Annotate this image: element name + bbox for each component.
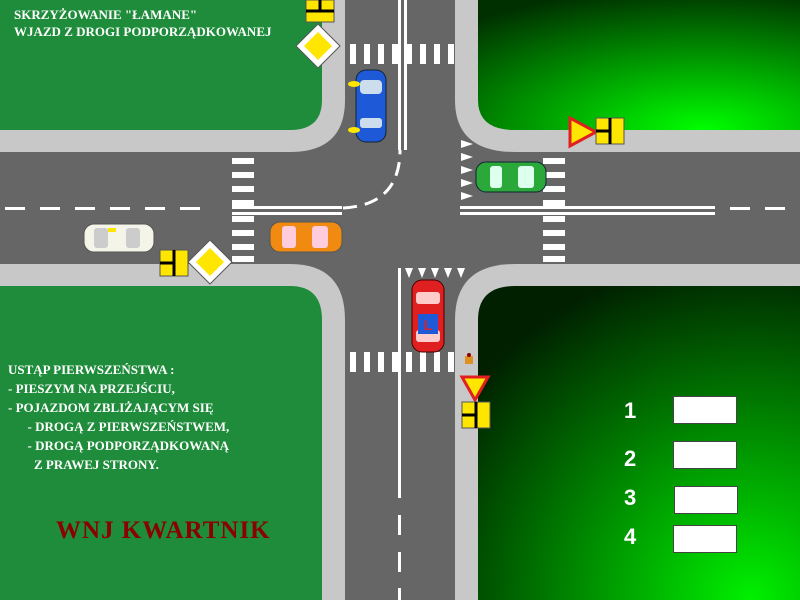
learner-plate-letter: L [424,317,433,333]
intersection-plate-left [159,249,189,277]
car-blue[interactable] [348,69,387,143]
rules-item: - DROGĄ Z PIERWSZEŃSTWEM, [8,419,230,434]
give-way-triangles [405,140,473,278]
answer-box-1[interactable] [673,396,737,424]
answer-number-2: 2 [624,446,637,471]
answer-number-4: 4 [624,524,637,549]
priority-road-curve [342,149,402,210]
priority-road-sign-top [295,23,341,69]
rules-item: Z PRAWEJ STRONY. [8,457,159,472]
intersection-plate-bottom [461,401,491,429]
car-green[interactable] [475,161,547,193]
intersection-plate-right [595,117,625,145]
pedestrian [465,353,473,364]
title-line-2: WJAZD Z DROGI PODPORZĄDKOWANEJ [14,24,272,39]
title-line-1: SKRZYŻOWANIE "ŁAMANE" [14,7,198,22]
grass-top-left [0,0,322,130]
answer-number-1: 1 [624,398,637,423]
rules-item: - POJAZDOM ZBLIŻAJĄCYM SIĘ [8,400,214,415]
intersection-plate-top [305,0,335,23]
car-orange[interactable] [269,221,343,253]
crosswalks [232,44,565,372]
diagram-title: SKRZYŻOWANIE "ŁAMANE" WJAZD Z DROGI PODP… [14,6,272,40]
answer-box-3[interactable] [674,486,738,514]
brand-label: WNJ KWARTNIK [56,517,271,544]
give-way-sign-bottom [459,375,491,404]
rules-item: - PIESZYM NA PRZEJŚCIU, [8,381,175,396]
answer-box-4[interactable] [673,525,737,553]
grass-top-right [478,0,800,130]
answer-number-3: 3 [624,485,637,510]
rules-item: - DROGĄ PODPORZĄDKOWANĄ [8,438,230,453]
road-markings [5,0,785,600]
car-white[interactable] [83,223,155,253]
answer-box-2[interactable] [673,441,737,469]
rules-heading: USTĄP PIERWSZEŃSTWA : [8,362,175,377]
rules-text: USTĄP PIERWSZEŃSTWA : - PIESZYM NA PRZEJ… [8,360,229,474]
grass-bottom-left [0,286,322,600]
priority-road-sign-bottom [187,239,233,285]
grass-bottom-right [478,286,800,600]
give-way-sign-right [568,115,600,149]
car-red-learner[interactable] [411,279,445,353]
